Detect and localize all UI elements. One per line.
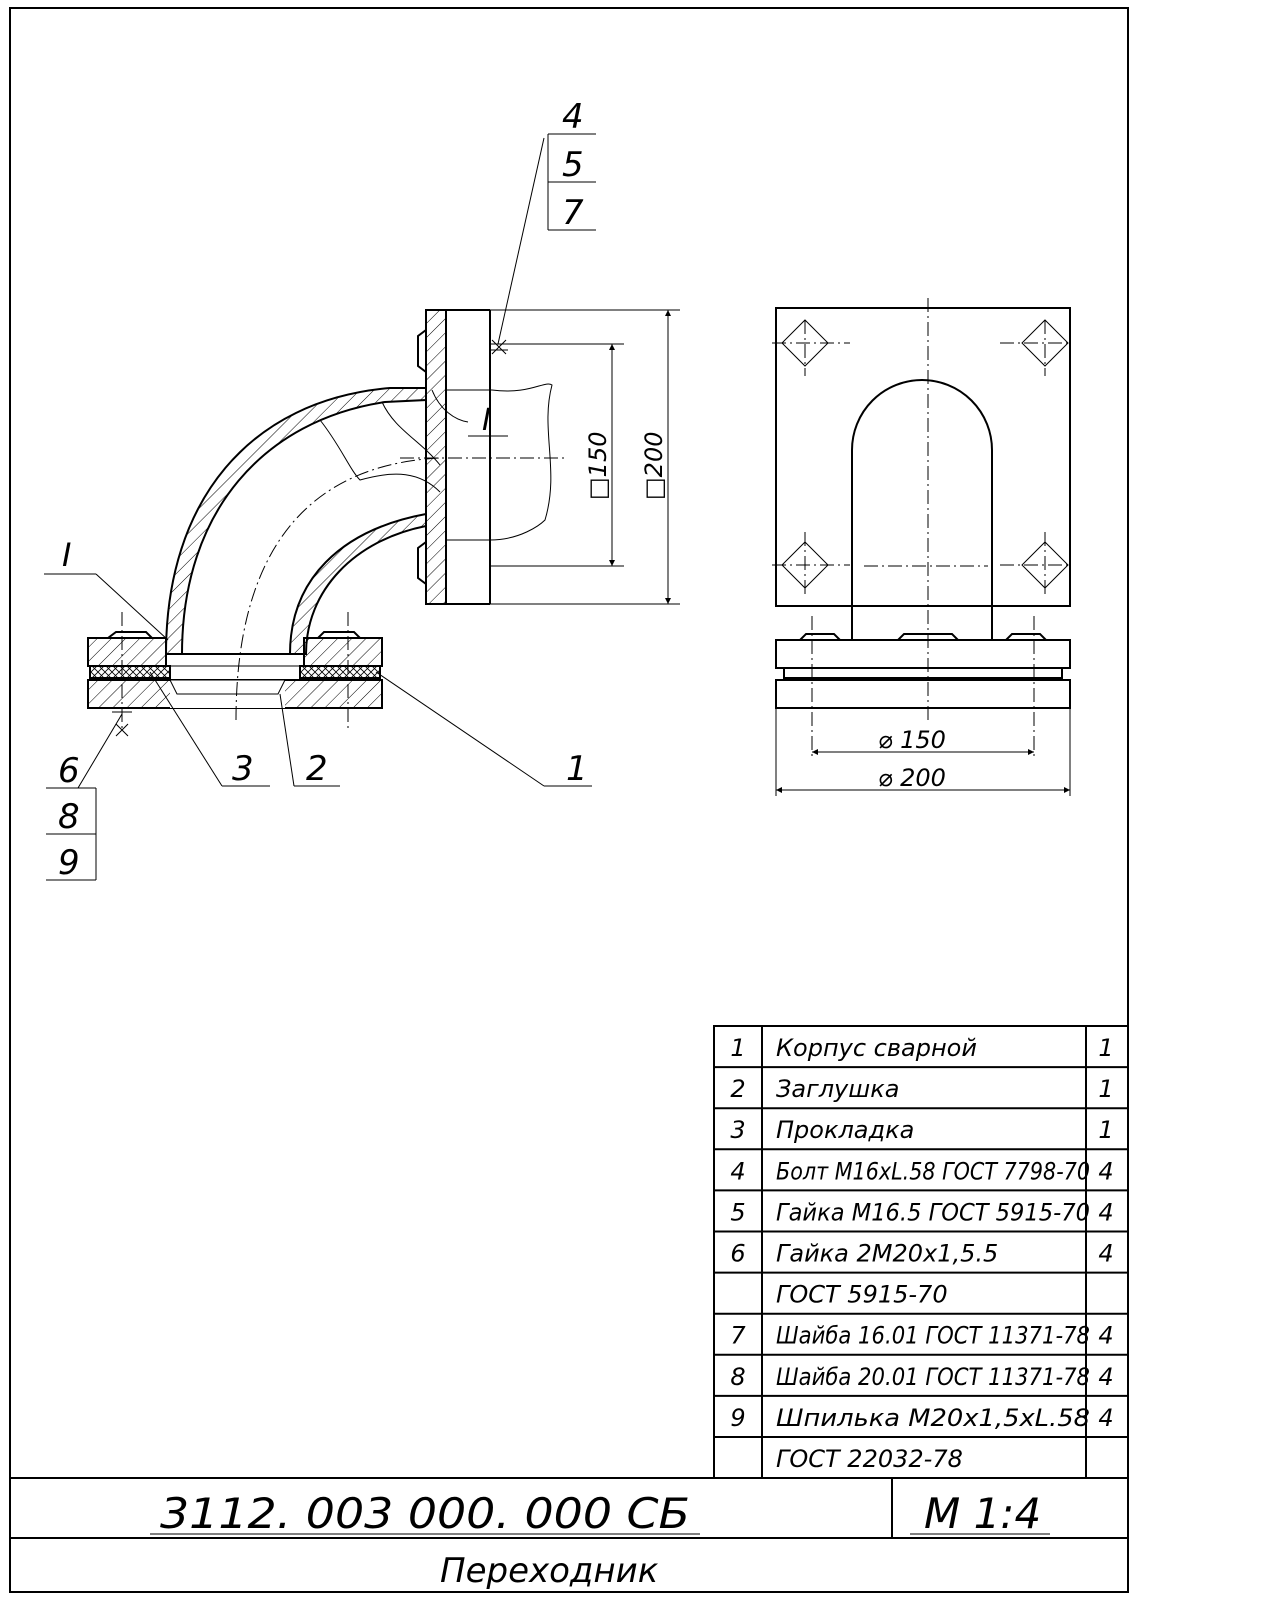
gasket-left — [89, 665, 171, 679]
parts-list-pos: 8 — [730, 1363, 745, 1391]
balloon-part-2: 2 — [306, 749, 328, 789]
dim-dia-200: ⌀ 200 — [878, 764, 946, 792]
parts-list-qty: 1 — [1098, 1075, 1113, 1103]
side-pipe — [851, 379, 993, 640]
parts-list-name: Прокладка — [776, 1116, 914, 1144]
parts-list-name: Заглушка — [776, 1075, 899, 1103]
parts-list-qty: 4 — [1098, 1198, 1113, 1226]
bolt-holes — [772, 319, 1072, 596]
parts-list-name: Шайба 20.01 ГОСТ 11371-78 — [776, 1363, 1090, 1391]
balloon-7: 7 — [562, 193, 584, 233]
parts-list-pos: 4 — [730, 1157, 745, 1185]
side-view: ⌀ 150 ⌀ 200 — [772, 298, 1072, 796]
parts-list-pos: 9 — [730, 1404, 745, 1432]
balloon-part-1: 1 — [566, 749, 588, 789]
parts-list-qty: 1 — [1098, 1116, 1113, 1144]
balloon-5: 5 — [562, 145, 584, 185]
balloon-part-3: 3 — [232, 749, 254, 789]
parts-list-name: Шайба 16.01 ГОСТ 11371-78 — [776, 1322, 1090, 1350]
parts-list-name: Болт М16хL.58 ГОСТ 7798-70 — [776, 1157, 1090, 1185]
parts-list-qty: 1 — [1098, 1034, 1113, 1062]
parts-list-pos: 2 — [730, 1075, 745, 1103]
drawing-designation: 3112. 003 000. 000 СБ — [160, 1489, 690, 1538]
gasket-right — [299, 665, 381, 679]
drawing-scale: М 1:4 — [924, 1489, 1041, 1538]
parts-list: 1 Корпус сварной 1 2 Заглушка 1 3 Прокладка 1 4 Бо… — [713, 1025, 1129, 1479]
parts-list-name: Корпус сварной — [776, 1034, 977, 1062]
elbow-inner-wall — [288, 512, 427, 655]
side-bottom-plate — [775, 679, 1071, 709]
parts-list-pos: 1 — [730, 1034, 745, 1062]
parts-list-name: ГОСТ 5915-70 — [776, 1281, 948, 1309]
dim-dia-150: ⌀ 150 — [878, 726, 946, 754]
balloon-6: 6 — [58, 751, 80, 791]
lower-flange-left — [87, 637, 167, 667]
parts-list-qty: 4 — [1098, 1363, 1113, 1391]
parts-list-pos: 6 — [730, 1240, 745, 1268]
dim-square-200: □200 — [640, 432, 668, 500]
lower-flange-right — [303, 637, 383, 667]
title-block: 3112. 003 000. 000 СБ М 1:4 Переходник — [10, 1477, 1128, 1591]
parts-list-name: ГОСТ 22032-78 — [776, 1445, 963, 1473]
balloon-8: 8 — [58, 797, 80, 837]
parts-list-pos: 3 — [730, 1116, 745, 1144]
parts-list-qty: 4 — [1098, 1240, 1113, 1268]
parts-list-name: Гайка 2М20х1,5.5 — [776, 1240, 998, 1268]
drawing-name: Переходник — [440, 1551, 659, 1591]
balloon-9: 9 — [58, 843, 80, 883]
detail-mark-left: I — [62, 536, 71, 574]
parts-list-pos: 7 — [730, 1322, 746, 1350]
sheet-frame — [9, 7, 1129, 1593]
upper-flange — [425, 309, 447, 605]
parts-list-name: Гайка М16.5 ГОСТ 5915-70 — [776, 1198, 1090, 1226]
parts-list-name: Шпилька М20х1,5хL.58 — [776, 1404, 1090, 1432]
side-flange-square — [775, 307, 1071, 607]
parts-list-qty: 4 — [1098, 1404, 1113, 1432]
front-view: I 4 5 7 I 6 8 9 3 2 — [44, 97, 680, 883]
dim-square-150: □150 — [584, 432, 612, 500]
detail-mark-top: I — [482, 403, 491, 438]
parts-list-qty: 4 — [1098, 1322, 1113, 1350]
balloon-4: 4 — [562, 97, 584, 137]
parts-list-pos: 5 — [730, 1198, 745, 1226]
parts-list-qty: 4 — [1098, 1157, 1113, 1185]
side-lower-flange — [775, 639, 1071, 669]
